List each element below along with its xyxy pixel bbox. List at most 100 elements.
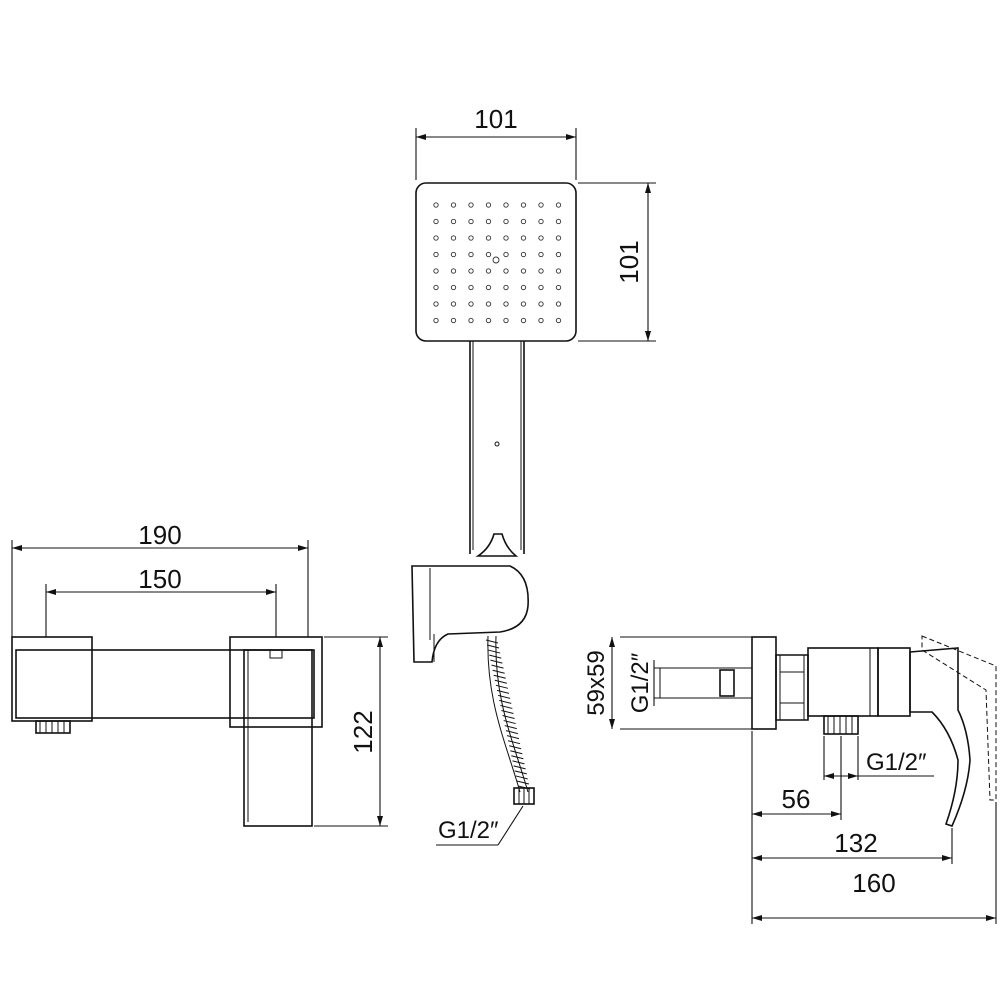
mixer-side-outlet-offset-label: 56 <box>782 784 811 814</box>
nozzle-dot <box>555 317 562 324</box>
mixer-side-body-depth-dimension: 132 <box>752 828 953 864</box>
nozzle-dot <box>503 284 509 291</box>
mixer-front-width-dimension: 190 <box>11 520 309 637</box>
hose-rib <box>515 775 528 780</box>
mixer-side-outlet-thread-label: G1/2″ <box>866 749 927 776</box>
shower-head-width-dimension: 101 <box>415 104 577 180</box>
nozzle-dot <box>520 317 527 324</box>
nozzle-dot <box>468 268 474 274</box>
nozzle-dot <box>468 284 474 291</box>
mixer-side-body-depth-label: 132 <box>834 828 877 858</box>
nozzle-dot <box>555 218 562 225</box>
mixer-side-flange-label: 59x59 <box>583 650 610 715</box>
nozzle-dot <box>450 284 457 291</box>
nozzle-dot <box>433 218 439 225</box>
mixer-front-centers-dimension: 150 <box>45 564 277 637</box>
nozzle-dot <box>450 202 457 208</box>
nozzle-dot <box>503 235 509 241</box>
nozzle-dot <box>520 251 527 258</box>
hose-rib <box>494 679 507 684</box>
nozzle-dot <box>450 317 457 324</box>
nozzle-dot <box>485 235 492 241</box>
hose-rib <box>485 639 499 644</box>
center-nozzle <box>492 256 500 264</box>
nozzle-dot <box>538 284 544 291</box>
nozzle-dot <box>520 301 527 307</box>
nozzle-dot <box>520 202 527 208</box>
nozzle-dot <box>538 301 544 307</box>
nozzle-dot <box>555 284 562 291</box>
nozzle-dot <box>468 202 474 208</box>
nozzle-dot <box>503 317 509 324</box>
mixer-side-outlet-offset-dimension: 56 <box>751 731 842 924</box>
hose-rib <box>502 715 515 720</box>
nozzle-dot <box>485 317 492 324</box>
mixer-front-height-label: 122 <box>348 710 378 753</box>
nozzle-dot <box>485 284 492 291</box>
nozzle-grid <box>433 202 562 324</box>
hose-rib <box>514 770 527 775</box>
hose-thread-callout: G1/2″ <box>436 805 524 846</box>
nozzle-dot <box>433 268 439 274</box>
hose-rib <box>492 669 505 674</box>
nozzle-dot <box>468 218 474 225</box>
hose-rib <box>495 684 509 689</box>
nozzle-dot <box>468 301 474 307</box>
hose-rib <box>511 755 524 760</box>
hose-rib <box>496 689 510 694</box>
hose-rib <box>500 704 513 709</box>
nozzle-dot <box>433 317 439 324</box>
shower-head-height-label: 101 <box>614 240 644 283</box>
mixer-front-width-label: 190 <box>138 520 181 550</box>
nozzle-dot <box>485 218 492 225</box>
mixer-front-drawing <box>11 636 323 827</box>
nozzle-dot <box>485 268 492 274</box>
mixer-side-flange-dimension: 59x59 <box>583 636 752 730</box>
hose-rib <box>510 750 523 755</box>
mixer-side-drawing <box>659 635 997 827</box>
nozzle-dot <box>450 268 457 274</box>
shower-head-width-label: 101 <box>474 104 517 134</box>
nozzle-dot <box>555 268 562 274</box>
hose-rib <box>504 725 517 730</box>
hose-rib <box>507 740 521 745</box>
wall-holder-drawing <box>411 533 529 663</box>
nozzle-dot <box>468 317 474 324</box>
nozzle-dot <box>503 301 509 307</box>
nozzle-dot <box>538 251 544 258</box>
nozzle-dot <box>520 218 527 225</box>
nozzle-dot <box>503 202 509 208</box>
nozzle-dot <box>450 218 457 225</box>
hose-drawing <box>485 635 535 805</box>
mixer-side-inlet-thread-dimension: G1/2″ <box>627 652 722 713</box>
nozzle-dot <box>555 251 562 258</box>
nozzle-dot <box>468 251 474 258</box>
hose-rib <box>513 765 526 770</box>
nozzle-dot <box>538 218 544 225</box>
hose-rib <box>512 760 525 765</box>
nozzle-dot <box>485 202 492 208</box>
nozzle-dot <box>450 301 457 307</box>
nozzle-dot <box>433 284 439 291</box>
hose-thread-label: G1/2″ <box>438 817 499 844</box>
nozzle-dot <box>555 202 562 208</box>
nozzle-dot <box>520 268 527 274</box>
nozzle-dot <box>555 235 562 241</box>
nozzle-dot <box>520 284 527 291</box>
mixer-side-overall-depth-dimension: 160 <box>752 802 997 924</box>
nozzle-dot <box>450 235 457 241</box>
nozzle-dot <box>555 301 562 307</box>
nozzle-dot <box>485 301 492 307</box>
nozzle-dot <box>538 317 544 324</box>
nozzle-dot <box>450 251 457 258</box>
hose-rib <box>498 694 511 699</box>
hose-rib <box>491 664 504 669</box>
hose-rib <box>503 720 516 725</box>
mixer-front-height-dimension: 122 <box>314 636 388 827</box>
hose-rib <box>488 649 501 654</box>
hose-rib <box>505 730 518 735</box>
nozzle-dot <box>433 301 439 307</box>
mixer-side-outlet-thread-dimension: G1/2″ <box>823 736 934 780</box>
hose-rib <box>509 745 522 750</box>
